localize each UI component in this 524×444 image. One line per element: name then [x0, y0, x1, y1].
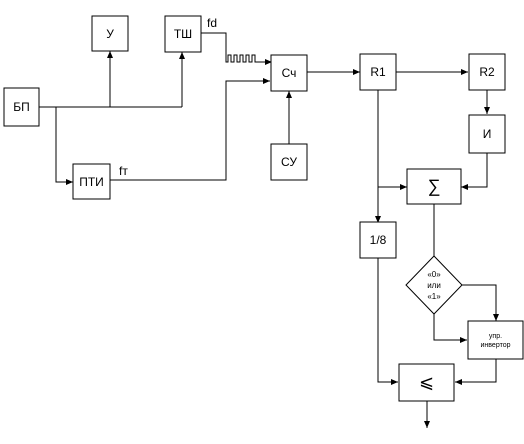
wire-inverter-to-compare: [455, 359, 497, 385]
signal-fd-label: fd: [207, 16, 217, 30]
signal-ft-label: fт: [119, 164, 128, 178]
block-su-label: СУ: [281, 155, 297, 169]
block-pti-label: ПТИ: [79, 175, 104, 189]
block-bp: БП: [3, 87, 40, 127]
block-tsh-label: ТШ: [174, 27, 192, 41]
block-r1: R1: [359, 53, 397, 91]
block-decision: «0» или «1»: [405, 255, 463, 315]
block-u: У: [91, 15, 129, 52]
decision-line2: или: [427, 281, 441, 290]
block-sch: Сч: [270, 54, 308, 92]
block-ctrl-inverter: упр. инвертор: [467, 320, 524, 360]
block-r2: R2: [468, 53, 506, 91]
ctrl-inverter-line2: инвертор: [481, 342, 511, 349]
block-pti: ПТИ: [72, 163, 111, 200]
block-compare: ⩽: [398, 363, 455, 402]
block-su: СУ: [270, 143, 308, 181]
block-i-label: И: [483, 127, 492, 141]
block-sch-label: Сч: [282, 66, 297, 80]
wire-tsh-to-sch: [201, 32, 272, 65]
wire-div8-to-compare: [377, 258, 398, 385]
block-r2-label: R2: [479, 65, 495, 79]
wire-to-pti: [55, 107, 73, 185]
block-compare-symbol: ⩽: [419, 372, 434, 392]
decision-line1: «0»: [427, 270, 441, 279]
block-i: И: [468, 114, 506, 154]
block-sum: ∑: [406, 168, 462, 205]
block-div8: 1/8: [359, 221, 397, 259]
wire-pti-to-sch: [110, 78, 270, 181]
connections: [39, 32, 499, 428]
ctrl-inverter-line1: упр.: [489, 333, 502, 340]
block-sum-symbol: ∑: [428, 176, 441, 196]
block-tsh: ТШ: [164, 15, 202, 53]
wire-decision-to-inverter-right: [461, 284, 499, 321]
block-r1-label: R1: [370, 65, 386, 79]
decision-line3: «1»: [427, 292, 441, 301]
wire-i-to-sum: [461, 153, 488, 190]
block-bp-label: БП: [13, 100, 30, 114]
block-div8-label: 1/8: [370, 233, 387, 247]
block-u-label: У: [106, 27, 114, 41]
wire-decision-to-inverter-left: [433, 314, 467, 343]
